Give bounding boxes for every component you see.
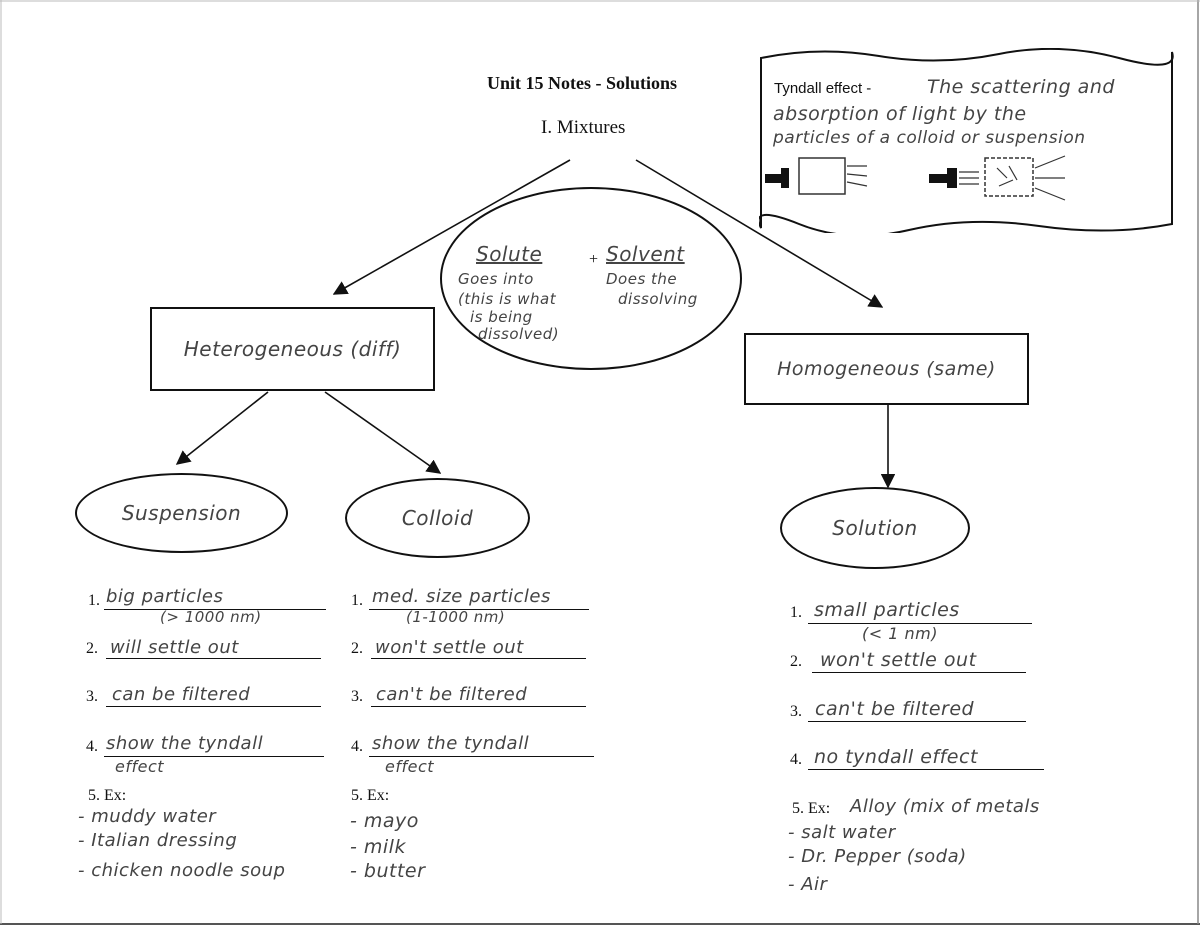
suspension-item-1-line: [104, 609, 326, 610]
solute-note-2: (this is what: [458, 290, 557, 308]
solution-item-1-line: [808, 623, 1032, 624]
tyndall-effect-card: Tyndall effect - The scattering and abso…: [759, 48, 1174, 233]
page-title: Unit 15 Notes - Solutions: [487, 73, 678, 93]
tyndall-card-border: [759, 48, 1174, 233]
arrow-mixtures-to-heterogeneous: [332, 159, 571, 295]
solute-label: Solute: [476, 242, 543, 266]
suspension-item-4-line: [104, 756, 324, 757]
suspension-oval: Suspension: [75, 473, 288, 553]
colloid-examples-label: 5. Ex:: [351, 787, 390, 804]
solution-item-1-number: 1.: [790, 604, 802, 621]
section-heading: I. Mixtures: [541, 117, 626, 138]
colloid-example-1: - mayo: [350, 810, 419, 832]
solute-note-3: is being: [470, 308, 533, 326]
plus-sign: +: [589, 251, 599, 268]
colloid-item-4-text: show the tyndall: [372, 733, 530, 754]
solvent-note-2: dissolving: [618, 290, 698, 308]
solution-item-4-line: [808, 769, 1044, 770]
solution-examples-label: 5. Ex:: [792, 800, 831, 817]
solution-item-3-number: 3.: [790, 703, 802, 720]
solution-item-2-text: won't settle out: [820, 649, 977, 671]
colloid-item-1-sub: (1-1000 nm): [406, 608, 506, 626]
suspension-item-2-text: will settle out: [110, 637, 239, 658]
suspension-examples-label: 5. Ex:: [88, 787, 127, 804]
flashlight-icon: [765, 157, 868, 195]
suspension-item-1-sub: (> 1000 nm): [160, 608, 262, 626]
tyndall-label: Tyndall effect -: [774, 80, 872, 97]
colloid-item-3-line: [371, 706, 586, 707]
solution-example-3: - Air: [788, 874, 828, 895]
colloid-item-2-text: won't settle out: [375, 637, 524, 658]
arrow-heterogeneous-to-colloid: [324, 391, 442, 474]
suspension-item-2-number: 2.: [86, 640, 98, 657]
solution-item-3-line: [808, 721, 1026, 722]
colloid-item-4-line: [369, 756, 594, 757]
solvent-label: Solvent: [606, 242, 685, 266]
suspension-item-1-text: big particles: [106, 586, 224, 607]
colloid-item-4-sub: effect: [385, 757, 435, 776]
heterogeneous-box: Heterogeneous (diff): [150, 307, 435, 391]
suspension-label: Suspension: [121, 501, 242, 525]
suspension-example-2: - Italian dressing: [78, 830, 238, 851]
solution-item-4-number: 4.: [790, 751, 802, 768]
tyndall-definition-line-2: absorption of light by the: [773, 103, 1027, 125]
solution-label: Solution: [832, 516, 918, 540]
suspension-item-3-number: 3.: [86, 688, 98, 705]
solute-note-4: dissolved): [478, 325, 560, 343]
solution-example-2: - Dr. Pepper (soda): [788, 846, 967, 867]
colloid-item-2-line: [371, 658, 586, 659]
suspension-item-1-number: 1.: [88, 592, 100, 609]
colloid-item-1-text: med. size particles: [372, 586, 551, 607]
colloid-item-1-line: [369, 609, 589, 610]
colloid-example-3: - butter: [350, 860, 426, 882]
solute-note-1: Goes into: [458, 270, 534, 288]
solute-solvent-oval: [440, 187, 742, 370]
tyndall-definition-line-3: particles of a colloid or suspension: [773, 128, 1086, 148]
colloid-item-4-number: 4.: [351, 738, 363, 755]
suspension-item-4-text: show the tyndall: [106, 733, 264, 754]
solution-item-2-line: [812, 672, 1026, 673]
colloid-item-2-number: 2.: [351, 640, 363, 657]
arrow-heterogeneous-to-suspension: [175, 391, 269, 465]
colloid-item-3-number: 3.: [351, 688, 363, 705]
solution-example-inline: Alloy (mix of metals: [850, 796, 1040, 817]
colloid-oval: Colloid: [345, 478, 530, 558]
solution-item-1-sub: (< 1 nm): [862, 624, 938, 643]
solution-item-4-text: no tyndall effect: [814, 746, 978, 768]
solution-item-2-number: 2.: [790, 653, 802, 670]
arrow-mixtures-to-homogeneous: [635, 159, 884, 308]
colloid-item-3-text: can't be filtered: [376, 684, 528, 705]
suspension-item-4-number: 4.: [86, 738, 98, 755]
flashlight-colloid-icon: [929, 155, 1066, 201]
tyndall-definition-line-1: The scattering and: [927, 76, 1115, 98]
suspension-item-2-line: [106, 658, 321, 659]
suspension-item-3-line: [106, 706, 321, 707]
homogeneous-label: Homogeneous (same): [777, 358, 996, 380]
solution-item-1-text: small particles: [814, 599, 960, 621]
solution-item-3-text: can't be filtered: [815, 698, 975, 720]
heterogeneous-label: Heterogeneous (diff): [183, 337, 402, 361]
homogeneous-box: Homogeneous (same): [744, 333, 1029, 405]
colloid-item-1-number: 1.: [351, 592, 363, 609]
colloid-label: Colloid: [401, 506, 474, 530]
solution-example-1: - salt water: [788, 822, 896, 843]
colloid-example-2: - milk: [350, 836, 406, 858]
suspension-example-3: - chicken noodle soup: [78, 860, 286, 881]
suspension-item-4-sub: effect: [115, 757, 165, 776]
suspension-item-3-text: can be filtered: [112, 684, 251, 705]
solution-oval: Solution: [780, 487, 970, 569]
suspension-example-1: - muddy water: [78, 806, 217, 827]
solvent-note-1: Does the: [606, 270, 678, 288]
